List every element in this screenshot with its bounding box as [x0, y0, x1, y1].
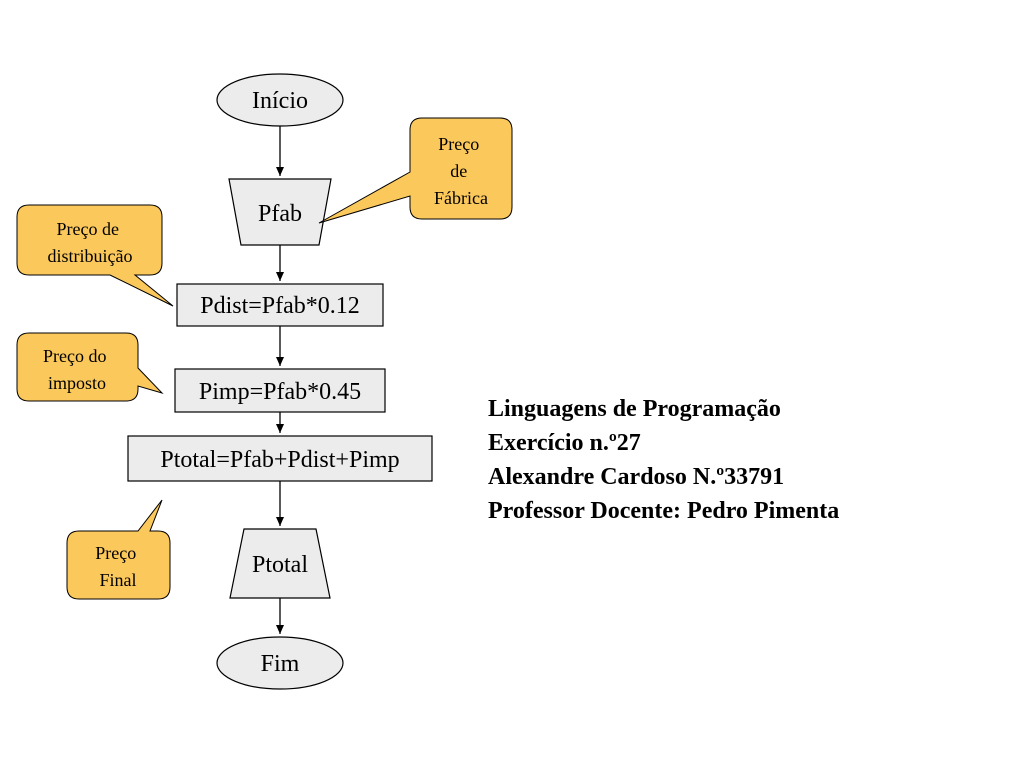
end-node: Fim [216, 636, 344, 690]
callout-factory-price-line: Preço [438, 134, 479, 154]
callout-tax-price-line: imposto [48, 373, 106, 393]
callout-tax-price-line: Preço do [43, 346, 106, 366]
callout-distribution-price: Preço de distribuição [16, 204, 174, 307]
course-title: Linguagens de Programação [488, 396, 781, 422]
exercise-number: Exercício n.º27 [488, 430, 641, 456]
callout-tax-price: Preço do imposto [16, 332, 164, 402]
dist-label: Pdist=Pfab*0.12 [200, 293, 360, 319]
input-node: Pfab [228, 178, 332, 246]
student-name: Alexandre Cardoso N.º33791 [488, 464, 785, 490]
input-label: Pfab [258, 201, 302, 227]
callout-distribution-price-line: Preço de [57, 219, 119, 239]
callout-factory-price-line: Fábrica [434, 188, 488, 208]
dist-node: Pdist=Pfab*0.12 [176, 283, 384, 327]
start-label: Início [252, 88, 308, 114]
total-node: Ptotal=Pfab+Pdist+Pimp [127, 435, 433, 482]
imp-label: Pimp=Pfab*0.45 [199, 379, 361, 405]
callout-factory-price: Preço de Fábrica [318, 117, 513, 224]
output-node: Ptotal [229, 528, 331, 599]
callout-final-price-line: Preço [95, 543, 136, 563]
callout-distribution-price-line: distribuição [48, 246, 133, 266]
imp-node: Pimp=Pfab*0.45 [174, 368, 386, 413]
start-node: Início [216, 73, 344, 127]
output-label: Ptotal [252, 552, 308, 578]
callout-tax-price-text: Preço do imposto [43, 346, 111, 393]
callout-factory-price-line: de [450, 161, 467, 181]
teacher-name: Professor Docente: Pedro Pimenta [488, 498, 840, 524]
callout-final-price-line: Final [99, 570, 136, 590]
callout-final-price: Preço Final [66, 499, 171, 600]
total-label: Ptotal=Pfab+Pdist+Pimp [160, 447, 399, 473]
callout-distribution-price-text: Preço de distribuição [48, 219, 133, 266]
end-label: Fim [261, 651, 300, 677]
callout-factory-price-text: Preço de Fábrica [434, 134, 488, 208]
info-block: Linguagens de Programação Exercício n.º2… [488, 392, 839, 528]
callout-final-price-text: Preço Final [95, 543, 140, 590]
